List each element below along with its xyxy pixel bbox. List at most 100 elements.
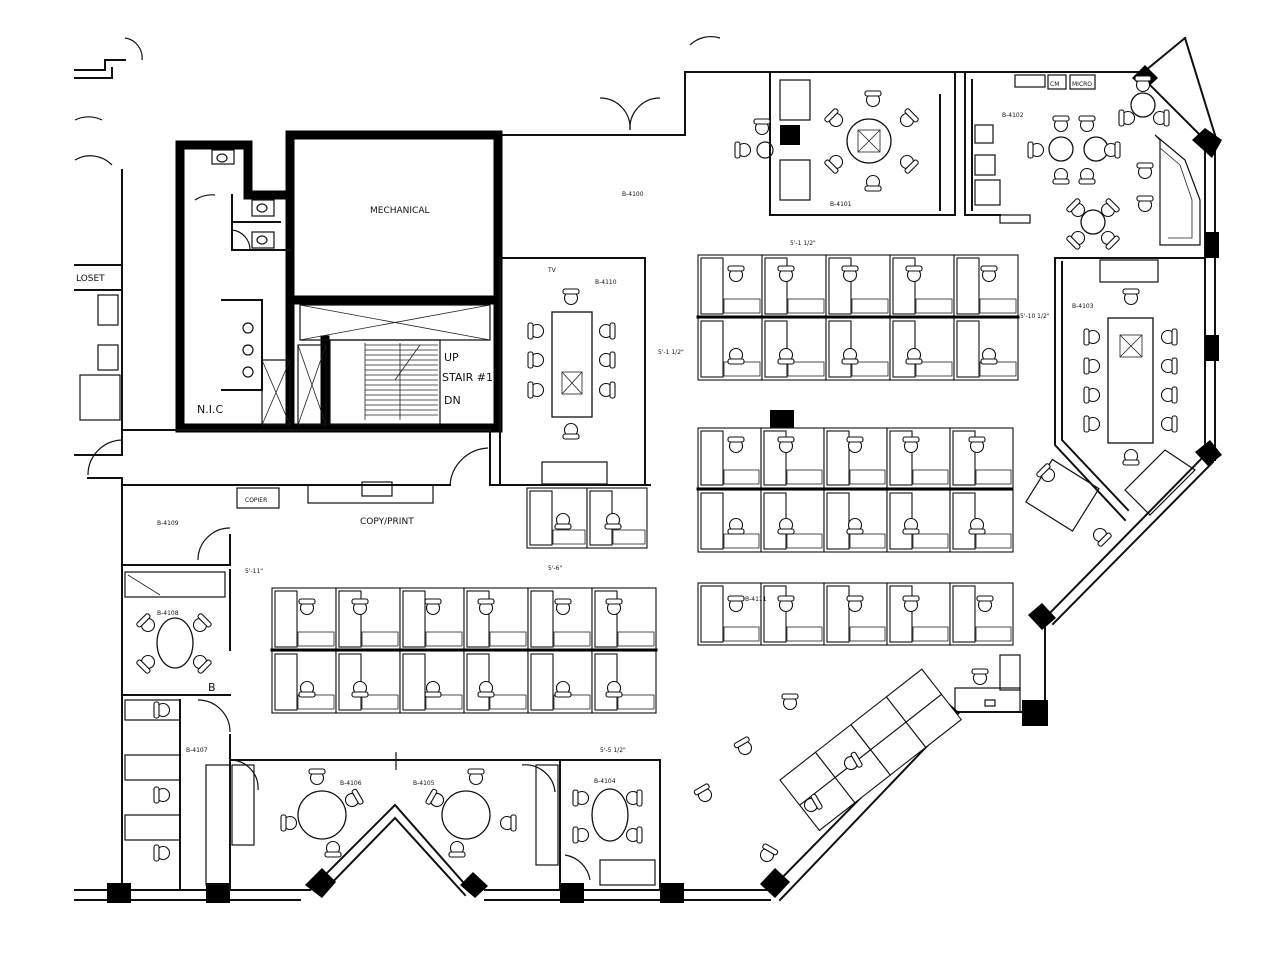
- chair-icon: [902, 517, 920, 535]
- angled-desk: [905, 693, 963, 749]
- desk-return: [700, 430, 724, 486]
- chair-icon: [971, 668, 989, 686]
- room-b4110: B-4110 TV 5'-1 1/2": [499, 257, 684, 486]
- chair-icon: [1083, 386, 1101, 404]
- chair-icon: [1066, 230, 1086, 250]
- dim-1: 5'-1 1/2": [658, 349, 684, 356]
- chair-icon: [572, 789, 590, 807]
- chair-icon: [902, 595, 920, 613]
- chair-icon: [425, 788, 445, 808]
- desk-storage: [787, 298, 825, 314]
- room-b4102: CM MICRO B-4102: [964, 71, 1201, 246]
- desk-storage: [786, 626, 823, 642]
- chair-icon: [727, 347, 745, 365]
- desk-return: [274, 653, 298, 711]
- chair-icon: [1136, 195, 1154, 213]
- desk-return: [700, 585, 724, 643]
- desk-storage: [617, 631, 655, 647]
- chair-icon: [902, 436, 920, 454]
- chair-icon: [527, 351, 545, 369]
- room-b4100: B-4100: [622, 191, 644, 198]
- desk-storage: [723, 626, 760, 642]
- desk-storage: [723, 298, 761, 314]
- chair-icon: [351, 598, 369, 616]
- reception-desk: [954, 654, 1021, 713]
- chair-icon: [1118, 109, 1136, 127]
- chair-icon: [1160, 415, 1178, 433]
- chair-icon: [733, 736, 753, 756]
- cluster-a-top: [697, 254, 1019, 318]
- chair-icon: [604, 512, 622, 530]
- room-b4104: B-4104 5'-5 1/2": [564, 747, 656, 886]
- chair-icon: [153, 701, 171, 719]
- desk-storage: [912, 469, 949, 485]
- chair-icon: [424, 680, 442, 698]
- desk-storage: [915, 361, 953, 377]
- desk-storage: [979, 298, 1017, 314]
- mechanical-label: MECHANICAL: [370, 206, 430, 216]
- chair-icon: [1136, 162, 1154, 180]
- chair-icon: [1100, 230, 1120, 250]
- desk-storage: [553, 694, 591, 710]
- chair-icon: [1083, 357, 1101, 375]
- chair-icon: [1092, 527, 1112, 547]
- chair-icon: [843, 751, 863, 771]
- chair-icon: [777, 265, 795, 283]
- dim-4: 5'-5 1/2": [600, 747, 626, 754]
- chair-icon: [1122, 288, 1140, 306]
- chair-icon: [308, 768, 326, 786]
- chair-icon: [1027, 141, 1045, 159]
- cluster-b4111: [697, 582, 1014, 646]
- room-b4104-label: B-4104: [594, 778, 616, 785]
- desk-storage: [849, 533, 886, 549]
- desk-storage: [425, 694, 463, 710]
- chair-icon: [153, 786, 171, 804]
- chair-icon: [192, 613, 212, 633]
- chair-icon: [824, 154, 844, 174]
- dim-3: 5'-10 1/2": [1020, 313, 1050, 320]
- desk-storage: [489, 694, 527, 710]
- chair-icon: [527, 322, 545, 340]
- chair-icon: [1100, 198, 1120, 218]
- micro-label: MICRO: [1072, 81, 1092, 88]
- chair-icon: [1152, 109, 1170, 127]
- dimension-labels: 5'-11" 5'-6" B-4111: [245, 565, 767, 603]
- room-b4101-label: B-4101: [830, 201, 852, 208]
- chair-icon: [777, 517, 795, 535]
- desk-return: [763, 585, 787, 643]
- chair-icon: [980, 265, 998, 283]
- chair-icon: [344, 788, 364, 808]
- desk-return: [700, 257, 724, 315]
- desk-storage: [851, 298, 889, 314]
- copier-label: COPIER: [245, 497, 267, 504]
- room-b4109: B-4109: [157, 520, 179, 527]
- chair-icon: [803, 793, 823, 813]
- chair-icon: [1083, 415, 1101, 433]
- desk-storage: [617, 694, 655, 710]
- desk-return: [700, 320, 724, 378]
- cluster-d-top: [271, 587, 657, 651]
- up-label: UP: [444, 351, 459, 364]
- desk-return: [826, 585, 850, 643]
- columns: [107, 65, 1222, 903]
- room-b4108: B-4108 B: [124, 571, 226, 694]
- chair-icon: [1052, 115, 1070, 133]
- chair-icon: [499, 814, 517, 832]
- desk-storage: [786, 469, 823, 485]
- desk-storage: [552, 529, 586, 545]
- chair-icon: [605, 680, 623, 698]
- chair-icon: [1078, 167, 1096, 185]
- chair-icon: [846, 436, 864, 454]
- chair-icon: [864, 90, 882, 108]
- chair-icon: [899, 108, 919, 128]
- chair-icon: [841, 265, 859, 283]
- desk-return: [956, 257, 980, 315]
- room-b4107: B-4107: [124, 699, 259, 891]
- chair-icon: [777, 595, 795, 613]
- chair-icon: [899, 154, 919, 174]
- room-b4106-label: B-4106: [340, 780, 362, 787]
- chair-icon: [727, 517, 745, 535]
- chair-icon: [554, 680, 572, 698]
- room-b4111-label: B-4111: [745, 596, 767, 603]
- chair-icon: [554, 512, 572, 530]
